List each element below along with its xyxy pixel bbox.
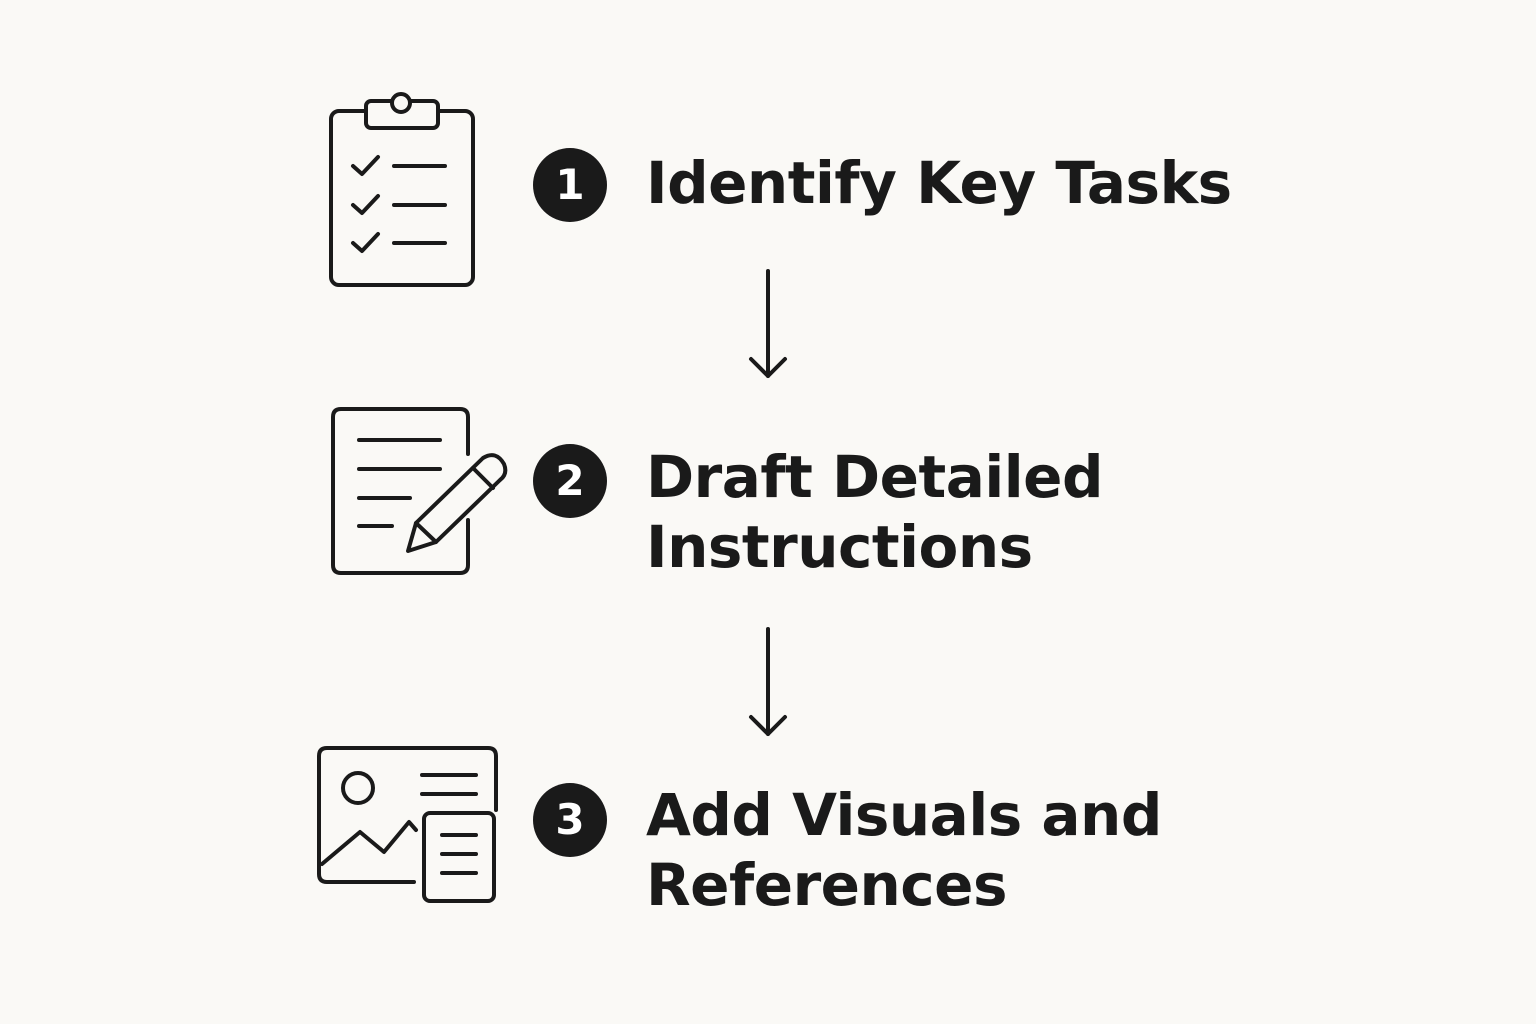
step-3-badge: 3 xyxy=(533,783,607,857)
step-1-badge: 1 xyxy=(533,148,607,222)
step-1-title-line: Identify Key Tasks xyxy=(646,149,1232,217)
step-3-title: Add Visuals and References xyxy=(646,780,1162,920)
arrow-down-icon xyxy=(746,268,790,388)
arrow-down-icon xyxy=(746,626,790,746)
step-2-title-line-2: Instructions xyxy=(646,513,1033,581)
step-2-badge: 2 xyxy=(533,444,607,518)
step-1-title: Identify Key Tasks xyxy=(646,148,1232,218)
step-3-title-line-1: Add Visuals and xyxy=(646,781,1162,849)
clipboard-checklist-icon xyxy=(320,88,490,298)
step-2-title: Draft Detailed Instructions xyxy=(646,442,1104,582)
image-document-icon xyxy=(314,742,504,908)
step-2-title-line-1: Draft Detailed xyxy=(646,443,1104,511)
step-3-title-line-2: References xyxy=(646,851,1008,919)
document-edit-icon xyxy=(326,402,516,582)
